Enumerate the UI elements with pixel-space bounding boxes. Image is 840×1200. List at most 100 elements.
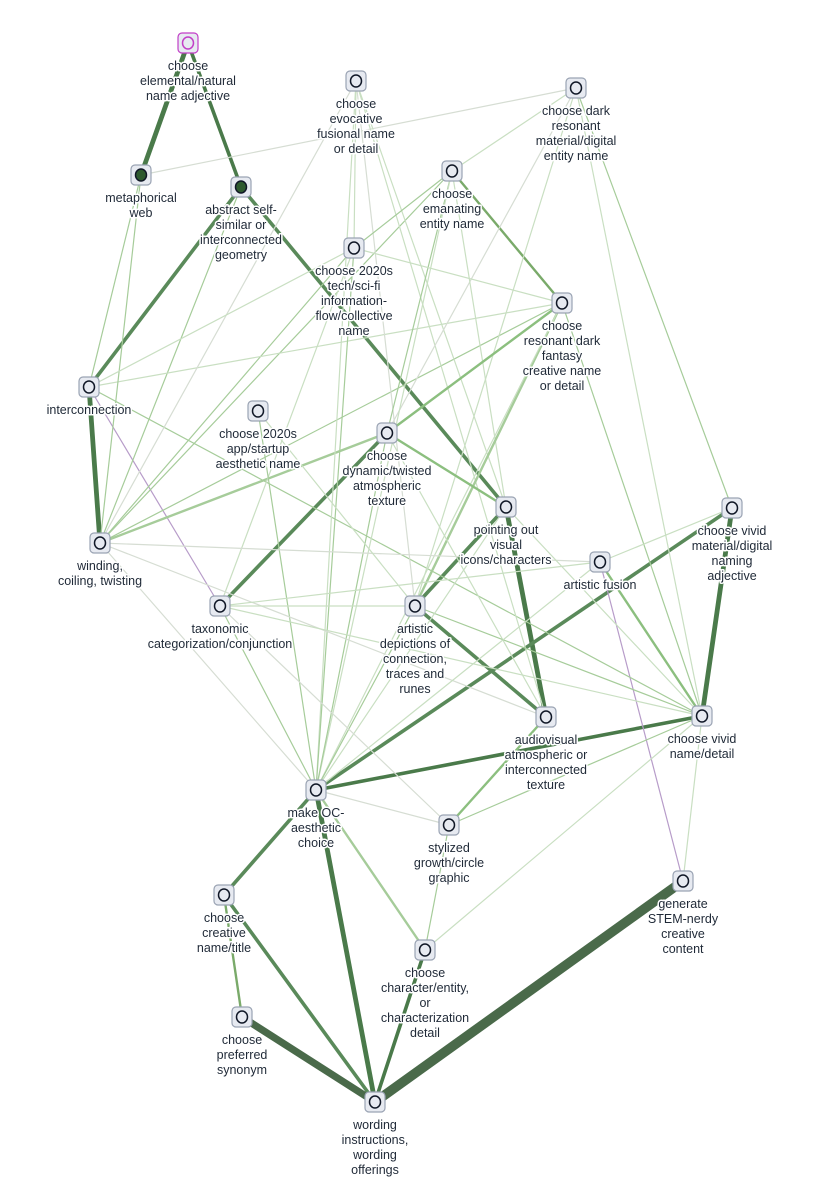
node-label-line: creative	[661, 927, 705, 941]
node-label-line: metaphorical	[105, 191, 177, 205]
graph-edge-n10-n17	[386, 432, 547, 718]
node-box[interactable]	[495, 496, 517, 518]
graph-edge-n18-n19	[314, 714, 704, 792]
graph-edge-n11-n18	[505, 506, 703, 717]
graph-edge-n23-n25	[373, 948, 427, 1104]
node-box[interactable]	[213, 884, 235, 906]
node-label-line: offerings	[351, 1163, 399, 1177]
node-circle-icon	[82, 380, 96, 394]
node-label-line: emanating	[423, 202, 481, 216]
graph-edge-n0-n4	[186, 41, 243, 189]
graph-edge-n18-n20	[448, 715, 703, 826]
graph-edge-n15-n18	[219, 605, 703, 717]
edges-layer	[86, 40, 735, 1107]
graph-edge-n13-n6	[99, 247, 355, 544]
node-label-line: information-	[321, 294, 387, 308]
graph-edge-n6-n15	[219, 247, 355, 607]
node-box[interactable]	[247, 400, 269, 422]
graph-edge-n2-n18	[575, 87, 703, 717]
graph-edge-n1-n13	[99, 80, 357, 544]
graph-node-n14[interactable]: artistic fusion	[562, 551, 638, 594]
node-label-line: interconnected	[505, 763, 587, 777]
graph-node-n13[interactable]: winding,coiling, twisting	[56, 532, 144, 590]
node-box[interactable]	[364, 1091, 386, 1113]
graph-edge-n19-n22	[222, 788, 318, 897]
graph-edge-n5-n7	[450, 169, 564, 305]
node-box[interactable]	[438, 814, 460, 836]
node-box[interactable]	[721, 497, 743, 519]
node-label-line: atmospheric or	[505, 748, 588, 762]
node-circle-icon	[235, 1010, 249, 1024]
node-label-line: pointing out	[474, 523, 539, 537]
node-label-line: choose	[168, 59, 208, 73]
node-label-line: stylized	[428, 841, 470, 855]
node-box[interactable]	[691, 705, 713, 727]
node-box[interactable]	[89, 532, 111, 554]
node-box[interactable]	[672, 870, 694, 892]
node-box[interactable]	[209, 595, 231, 617]
node-label-line: depictions of	[380, 637, 451, 651]
graph-edge-n8-n15	[88, 386, 221, 607]
node-circle-icon	[408, 599, 422, 613]
graph-edge-n10-n15	[218, 431, 389, 608]
node-label-line: choose	[367, 449, 407, 463]
node-box[interactable]	[535, 706, 557, 728]
graph-edge-n5-n10	[386, 170, 453, 434]
graph-edge-n5-n11	[451, 170, 507, 508]
graph-edge-n10-n19	[315, 432, 388, 791]
graph-edge-n1-n16	[355, 80, 416, 607]
node-box[interactable]	[589, 551, 611, 573]
node-box[interactable]	[551, 292, 573, 314]
node-label-line: creative	[202, 926, 246, 940]
graph-edge-n24-n25	[238, 1013, 379, 1106]
node-circle-icon	[134, 168, 148, 182]
node-circle-icon	[499, 500, 513, 514]
node-box[interactable]	[343, 237, 365, 259]
node-box[interactable]	[345, 70, 367, 92]
graph-edge-n3-n2	[140, 87, 577, 176]
node-box[interactable]	[305, 779, 327, 801]
node-box[interactable]	[376, 422, 398, 444]
node-box[interactable]	[177, 32, 199, 54]
node-box[interactable]	[441, 160, 463, 182]
node-label-line: visual	[490, 538, 522, 552]
node-label-line: evocative	[330, 112, 383, 126]
graph-edge-n5-n19	[315, 170, 453, 791]
node-label-line: STEM-nerdy	[648, 912, 719, 926]
node-box[interactable]	[565, 77, 587, 99]
node-box[interactable]	[231, 1006, 253, 1028]
node-circle-icon	[217, 888, 231, 902]
graph-node-n8[interactable]: interconnection	[45, 376, 133, 419]
node-label-line: choose dark	[542, 104, 611, 118]
node-box[interactable]	[78, 376, 100, 398]
node-box[interactable]	[404, 595, 426, 617]
node-box[interactable]	[414, 939, 436, 961]
graph-edge-n12-n14	[599, 507, 733, 563]
